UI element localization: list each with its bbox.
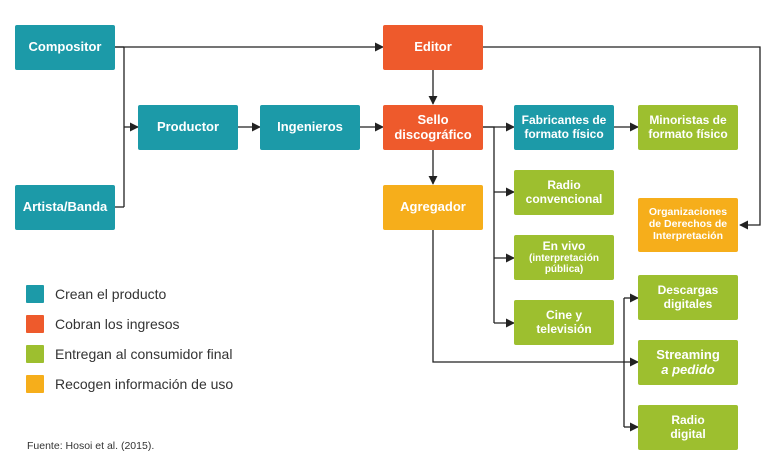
legend-item-crean: Crean el producto xyxy=(26,285,166,303)
legend-item-entregan: Entregan al consumidor final xyxy=(26,345,232,363)
node-productor-label: Productor xyxy=(156,119,220,135)
node-radio-digital: Radio digital xyxy=(638,405,738,450)
node-ingenieros-label: Ingenieros xyxy=(277,119,343,135)
node-fabricantes-label-2: formato físico xyxy=(524,126,604,141)
node-agregador: Agregador xyxy=(383,185,483,230)
legend-item-cobran: Cobran los ingresos xyxy=(26,315,180,333)
legend-swatch-recogen xyxy=(26,375,44,393)
node-organizaciones-label-3: Interpretación xyxy=(652,229,723,242)
node-organizaciones: Organizaciones de Derechos de Interpreta… xyxy=(638,198,738,252)
legend-swatch-cobran xyxy=(26,315,44,333)
node-agregador-label: Agregador xyxy=(400,199,466,215)
node-sello-discografico: Sello discográfico xyxy=(383,105,483,150)
node-fabricantes-label-1: Fabricantes de xyxy=(521,113,607,128)
node-artista-banda: Artista/Banda xyxy=(15,185,115,230)
node-en-vivo-label-2: (interpretación xyxy=(528,253,599,265)
node-descargas-digitales: Descargas digitales xyxy=(638,275,738,320)
legend-label-entregan: Entregan al consumidor final xyxy=(55,346,233,362)
node-sello-label-1: Sello xyxy=(417,111,449,127)
legend-item-recogen: Recogen información de uso xyxy=(26,375,233,393)
node-ingenieros: Ingenieros xyxy=(260,105,360,150)
legend-label-recogen: Recogen información de uso xyxy=(55,376,234,392)
node-productor: Productor xyxy=(138,105,238,150)
node-radio-digital-label-2: digital xyxy=(670,426,706,441)
node-organizaciones-label-1: Organizaciones xyxy=(648,206,728,219)
node-organizaciones-label-2: de Derechos de xyxy=(648,218,728,231)
node-radio-digital-label-1: Radio xyxy=(671,413,705,428)
node-en-vivo-label-1: En vivo xyxy=(542,238,586,253)
node-cine-television: Cine y televisión xyxy=(514,300,614,345)
node-sello-label-2: discográfico xyxy=(394,126,472,142)
legend-swatch-entregan xyxy=(26,345,44,363)
edge-editor-organizaciones xyxy=(483,46,761,230)
legend-swatch-crean xyxy=(26,285,44,303)
node-radio-conv-label-1: Radio xyxy=(547,178,581,193)
node-minoristas-label-2: formato físico xyxy=(648,126,728,141)
node-descargas-label-1: Descargas xyxy=(657,283,719,298)
node-radio-conv-label-2: convencional xyxy=(525,191,603,206)
edge-sello-branch xyxy=(483,126,495,323)
node-cine-label-2: televisión xyxy=(536,321,592,336)
source-note: Fuente: Hosoi et al. (2015). xyxy=(27,440,155,452)
node-compositor: Compositor xyxy=(15,25,115,70)
edge-agregador-streaming xyxy=(432,230,639,367)
node-streaming-label-2: a pedido xyxy=(661,361,715,377)
node-minoristas: Minoristas de formato físico xyxy=(638,105,738,150)
node-cine-label-1: Cine y xyxy=(545,308,582,323)
node-compositor-label: Compositor xyxy=(28,39,102,55)
node-descargas-label-2: digitales xyxy=(663,296,713,311)
node-minoristas-label-1: Minoristas de xyxy=(649,113,727,128)
node-en-vivo: En vivo (interpretación pública) xyxy=(514,235,614,280)
node-editor-label: Editor xyxy=(414,39,452,55)
node-editor: Editor xyxy=(383,25,483,70)
node-en-vivo-label-3: pública) xyxy=(544,264,584,276)
node-streaming-label-1: Streaming xyxy=(656,346,720,362)
node-fabricantes: Fabricantes de formato físico xyxy=(514,105,614,150)
legend-label-cobran: Cobran los ingresos xyxy=(55,316,180,332)
legend-label-crean: Crean el producto xyxy=(55,286,167,302)
node-radio-convencional: Radio convencional xyxy=(514,170,614,215)
node-streaming: Streaming a pedido xyxy=(638,340,738,385)
node-artista-label: Artista/Banda xyxy=(22,199,108,215)
